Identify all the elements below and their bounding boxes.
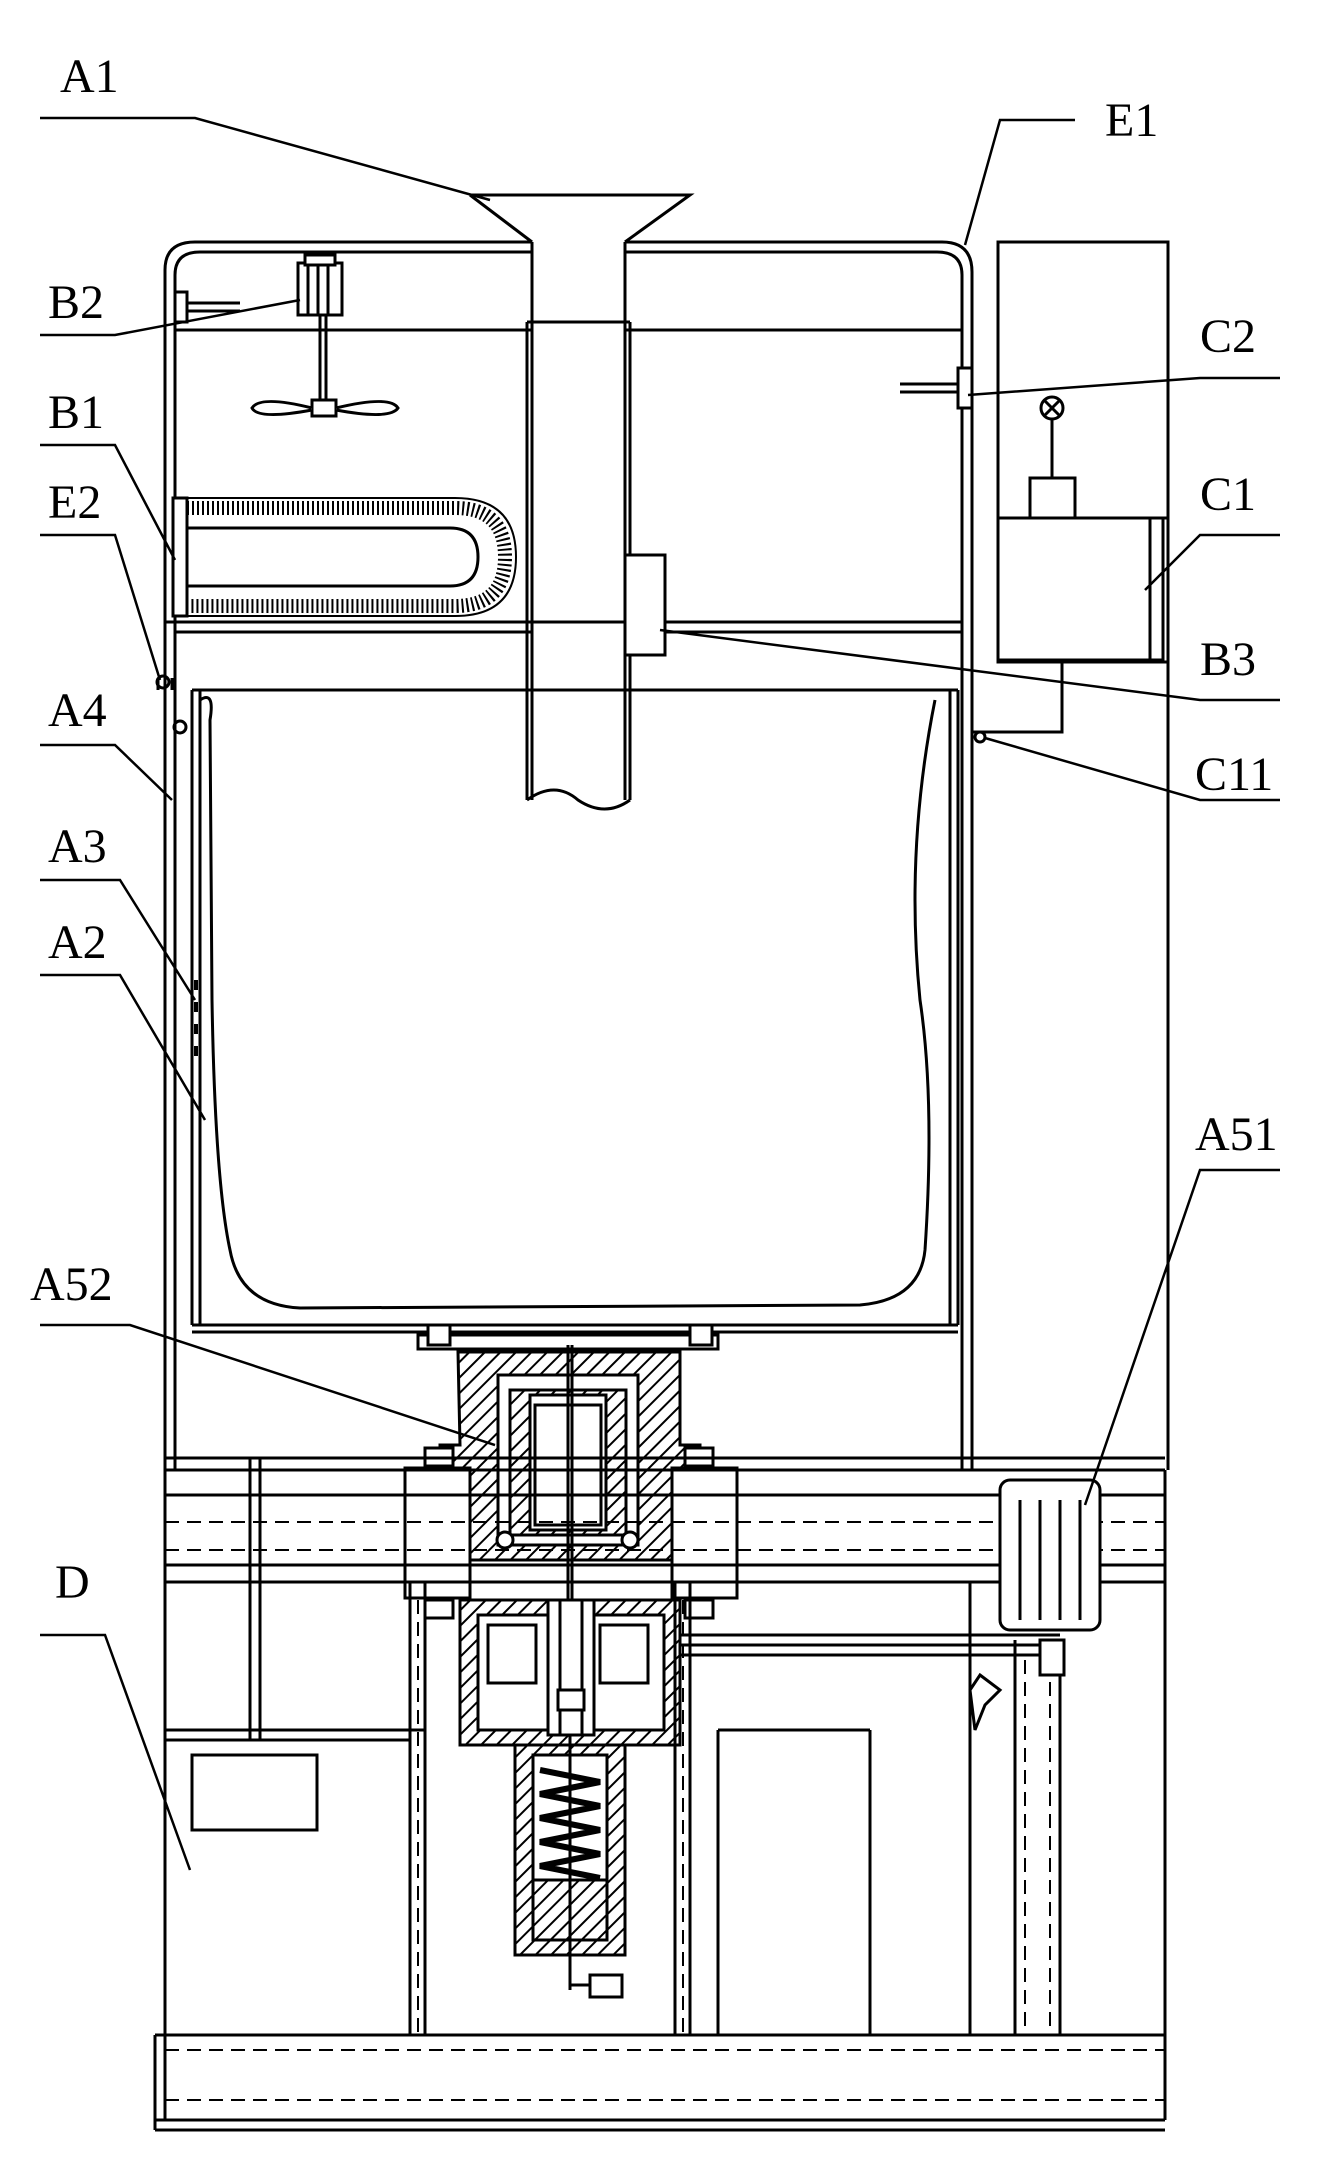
lower-frame bbox=[165, 1456, 1165, 2035]
label-a51: A51 bbox=[1195, 1108, 1278, 1161]
actuator-a51 bbox=[968, 1478, 1102, 1731]
hopper bbox=[469, 193, 695, 800]
sensor-c2 bbox=[900, 366, 974, 410]
label-b1: B1 bbox=[48, 386, 104, 439]
outer-shell bbox=[153, 240, 1167, 2132]
valve-assembly bbox=[403, 1323, 739, 1999]
label-a52: A52 bbox=[30, 1258, 113, 1311]
label-b3: B3 bbox=[1200, 633, 1256, 686]
stirrer-motor bbox=[250, 253, 400, 418]
leader-lines bbox=[40, 116, 1280, 1871]
control-box-d bbox=[190, 1753, 319, 1832]
label-e2: E2 bbox=[48, 476, 101, 529]
right-cabinet bbox=[996, 240, 1170, 1470]
feed-tube bbox=[525, 320, 632, 811]
label-b2: B2 bbox=[48, 276, 104, 329]
liner-bag bbox=[199, 696, 937, 1310]
label-c1: C1 bbox=[1200, 468, 1256, 521]
heater-coil bbox=[171, 496, 518, 618]
pipe-c11 bbox=[972, 662, 1064, 744]
label-a2: A2 bbox=[48, 916, 107, 969]
dashed-rails bbox=[165, 1521, 1165, 2101]
upper-chamber bbox=[165, 328, 962, 634]
label-d: D bbox=[55, 1556, 90, 1609]
label-e1: E1 bbox=[1105, 94, 1158, 147]
label-a1: A1 bbox=[60, 50, 119, 103]
b3-block bbox=[623, 553, 667, 657]
inner-tank bbox=[155, 674, 960, 1334]
label-c11: C11 bbox=[1195, 748, 1273, 801]
label-c2: C2 bbox=[1200, 310, 1256, 363]
label-a4: A4 bbox=[48, 684, 107, 737]
label-a3: A3 bbox=[48, 820, 107, 873]
